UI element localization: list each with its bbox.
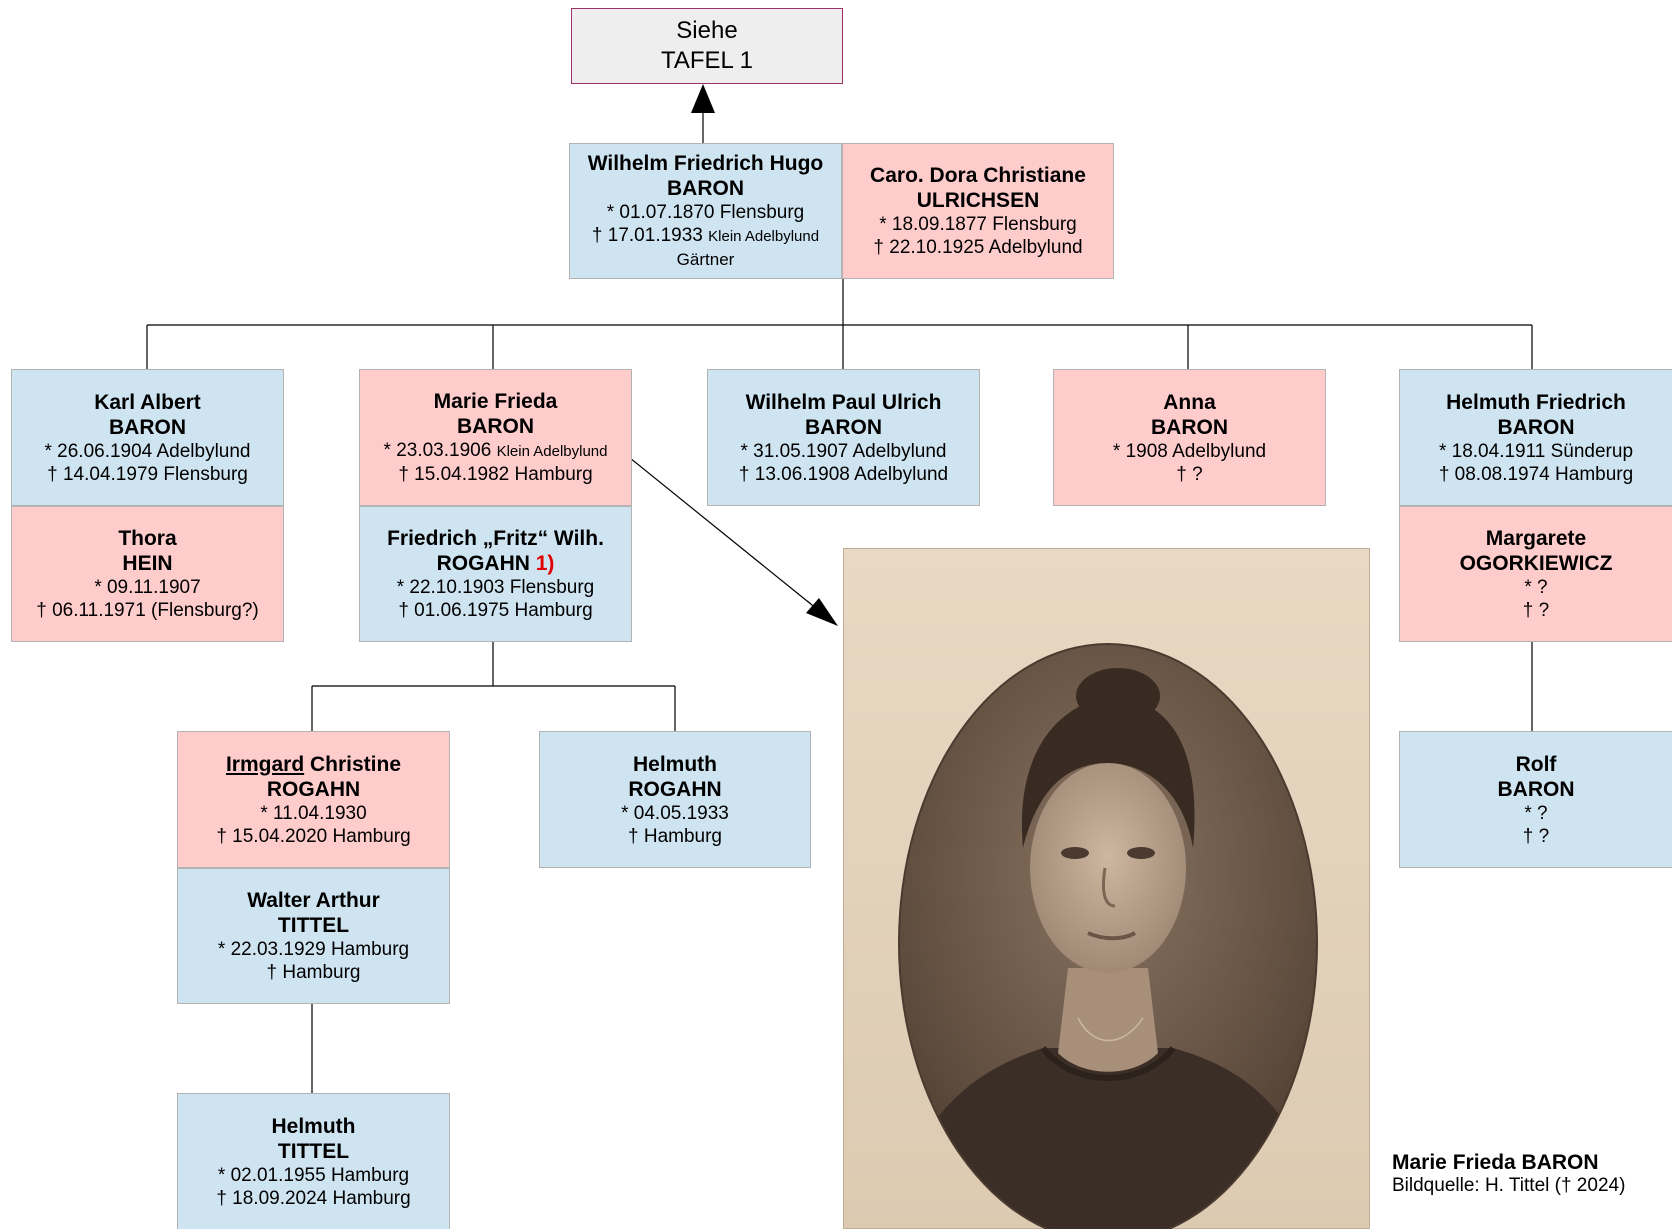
person-marie[interactable]: Marie Frieda BARON * 23.03.1906 Klein Ad… [359, 369, 632, 506]
given-name: Wilhelm Friedrich Hugo [587, 152, 824, 175]
given-name: Wilhelm Paul Ulrich [745, 390, 942, 414]
surname: BARON [1497, 415, 1575, 439]
footnote-ref: 1) [535, 552, 555, 575]
person-mother[interactable]: Caro. Dora Christiane ULRICHSEN * 18.09.… [842, 143, 1114, 279]
given-name: Helmuth Friedrich [1446, 390, 1626, 414]
person-rolf[interactable]: Rolf BARON * ? † ? [1399, 731, 1672, 868]
reference-line2: TAFEL 1 [660, 47, 754, 74]
death-info: † 13.06.1908 Adelbylund [738, 463, 949, 485]
given-name: Anna [1163, 390, 1216, 414]
death-info: † 08.08.1974 Hamburg [1438, 463, 1634, 485]
reference-line1: Siehe [676, 17, 738, 44]
person-fritz[interactable]: Friedrich „Fritz“ Wilh. ROGAHN 1) * 22.1… [359, 506, 632, 642]
surname: OGORKIEWICZ [1459, 552, 1613, 575]
caption-source: Bildquelle: H. Tittel († 2024) [1392, 1175, 1626, 1196]
given-name: Helmuth [633, 752, 717, 776]
surname: BARON [805, 415, 882, 439]
portrait-photo [843, 548, 1370, 1229]
death-info: † 01.06.1975 Hamburg [398, 600, 593, 621]
person-father[interactable]: Wilhelm Friedrich Hugo BARON * 01.07.187… [569, 143, 842, 279]
birth-info: * 22.03.1929 Hamburg [217, 939, 410, 960]
death-info: † Hamburg [628, 825, 722, 847]
person-irmgard[interactable]: Irmgard Christine ROGAHN * 11.04.1930 † … [177, 731, 450, 868]
birth-info: * 18.09.1877 Flensburg [879, 214, 1077, 235]
surname: BARON [1497, 777, 1575, 801]
death-info: † 18.09.2024 Hamburg [216, 1187, 411, 1209]
death-info: † ? [1522, 600, 1550, 621]
death-info: † 15.04.1982 Hamburg [398, 464, 593, 485]
given-name: Friedrich „Fritz“ Wilh. [387, 527, 604, 550]
death-info: † ? [1522, 825, 1550, 847]
surname: TITTEL [277, 914, 350, 937]
surname: HEIN [122, 552, 173, 575]
birth-info: * 04.05.1933 [621, 802, 729, 824]
portrait-illustration [898, 643, 1318, 1229]
person-helmuth-friedrich[interactable]: Helmuth Friedrich BARON * 18.04.1911 Sün… [1399, 369, 1672, 506]
birth-info: * ? [1524, 802, 1548, 824]
surname-with-ref: ROGAHN 1) [436, 552, 555, 575]
given-name: Walter Arthur [247, 889, 380, 912]
birth-info: * 31.05.1907 Adelbylund [740, 440, 947, 462]
surname: ULRICHSEN [916, 189, 1040, 212]
person-margarete[interactable]: Margarete OGORKIEWICZ * ? † ? [1399, 506, 1672, 642]
given-name: Marie Frieda [433, 390, 558, 413]
surname: ROGAHN [266, 777, 361, 801]
surname: BARON [667, 177, 744, 200]
given-name: Margarete [1485, 527, 1587, 550]
birth-info: * 02.01.1955 Hamburg [217, 1164, 410, 1186]
person-wilhelm-paul[interactable]: Wilhelm Paul Ulrich BARON * 31.05.1907 A… [707, 369, 980, 506]
birth-info: * 23.03.1906 Klein Adelbylund [383, 440, 608, 461]
surname: BARON [109, 415, 186, 439]
given-name: Helmuth [271, 1114, 356, 1138]
surname: TITTEL [277, 1139, 350, 1163]
person-helmuth-tittel[interactable]: Helmuth TITTEL * 02.01.1955 Hamburg † 18… [177, 1093, 450, 1229]
birth-info: * 18.04.1911 Sünderup [1438, 440, 1634, 462]
given-name: Thora [118, 527, 177, 550]
arrow-up-icon [691, 84, 715, 113]
photo-caption: Marie Frieda BARON Bildquelle: H. Tittel… [1392, 1150, 1625, 1197]
reference-box[interactable]: Siehe TAFEL 1 [571, 8, 843, 84]
given-name: Caro. Dora Christiane [870, 164, 1086, 187]
birth-info: * 01.07.1870 Flensburg [606, 202, 805, 223]
caption-title: Marie Frieda BARON [1392, 1151, 1599, 1174]
birth-info: * 1908 Adelbylund [1112, 440, 1267, 462]
surname: BARON [1151, 415, 1228, 439]
death-info: † ? [1176, 463, 1203, 485]
death-info: † 15.04.2020 Hamburg [216, 825, 411, 847]
death-info: † 17.01.1933 Klein Adelbylund [591, 225, 820, 246]
given-name: Irmgard Christine [225, 752, 402, 776]
person-walter[interactable]: Walter Arthur TITTEL * 22.03.1929 Hambur… [177, 868, 450, 1004]
death-info: † 06.11.1971 (Flensburg?) [36, 600, 259, 621]
death-info: † 14.04.1979 Flensburg [47, 463, 248, 485]
given-name: Karl Albert [94, 390, 201, 414]
person-helmuth-rogahn[interactable]: Helmuth ROGAHN * 04.05.1933 † Hamburg [539, 731, 811, 868]
death-info: † Hamburg [266, 962, 361, 983]
birth-info: * 26.06.1904 Adelbylund [44, 440, 251, 462]
person-anna[interactable]: Anna BARON * 1908 Adelbylund † ? [1053, 369, 1326, 506]
surname: BARON [457, 415, 534, 438]
occupation: Gärtner [676, 250, 735, 269]
person-thora[interactable]: Thora HEIN * 09.11.1907 † 06.11.1971 (Fl… [11, 506, 284, 642]
birth-info: * ? [1524, 577, 1548, 598]
death-info: † 22.10.1925 Adelbylund [873, 237, 1083, 258]
person-karl[interactable]: Karl Albert BARON * 26.06.1904 Adelbylun… [11, 369, 284, 506]
birth-info: * 11.04.1930 [260, 802, 367, 824]
birth-info: * 09.11.1907 [94, 577, 201, 598]
given-name: Rolf [1515, 752, 1557, 776]
birth-info: * 22.10.1903 Flensburg [396, 577, 595, 598]
surname: ROGAHN [628, 777, 722, 801]
